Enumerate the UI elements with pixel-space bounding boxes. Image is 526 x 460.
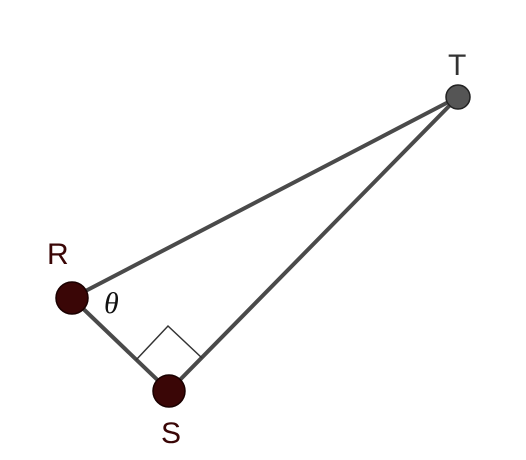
vertex-r [55, 281, 89, 315]
vertex-t [445, 84, 471, 110]
vertex-label-r: R [47, 238, 69, 271]
edge-s-t [167, 95, 460, 393]
edge-r-t [70, 95, 460, 300]
edge-r-s [70, 296, 171, 393]
angle-label-theta: θ [104, 287, 119, 320]
vertex-s [152, 374, 186, 408]
right-angle-marker [135, 324, 203, 361]
vertex-label-s: S [161, 417, 181, 450]
vertex-label-t: T [448, 49, 466, 82]
